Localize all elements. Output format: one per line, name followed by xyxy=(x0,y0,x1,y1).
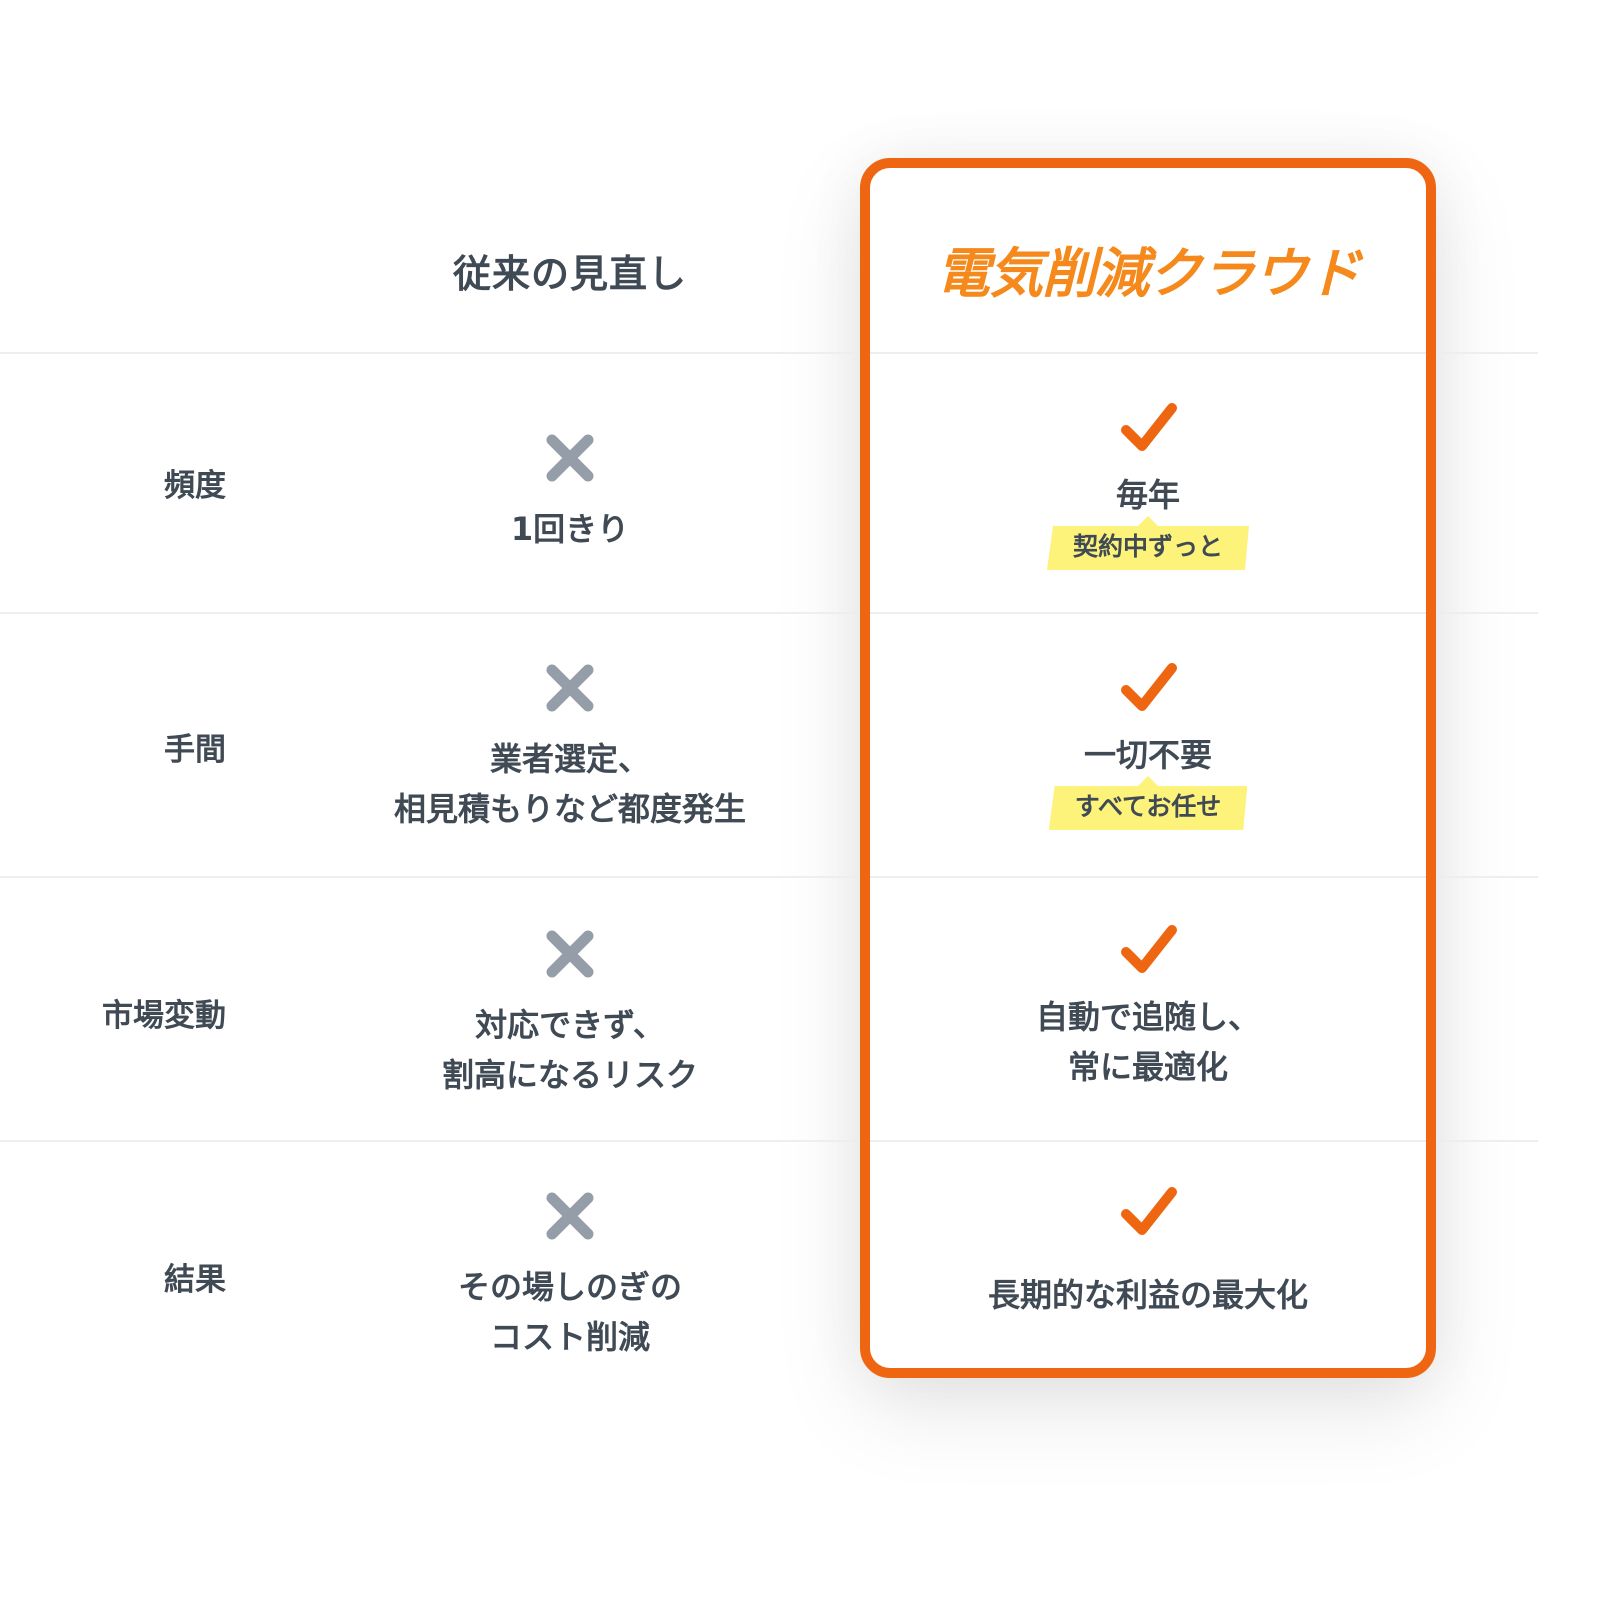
traditional-cell-effort: 業者選定、 相見積もりなど都度発生 xyxy=(360,656,780,834)
traditional-column-header: 従来の見直し xyxy=(452,251,687,296)
row-label-market: 市場変動 xyxy=(102,997,226,1034)
row-divider xyxy=(0,876,1538,878)
row-divider xyxy=(0,352,1538,354)
row-label-result: 結果 xyxy=(164,1261,226,1298)
traditional-text: 対応できず、 割高になるリスク xyxy=(441,1006,698,1094)
check-icon xyxy=(1121,403,1177,451)
traditional-cell-market: 対応できず、 割高になるリスク xyxy=(360,922,780,1100)
brand-cell-result: 長期的な利益の最大化 xyxy=(870,1180,1426,1320)
row-divider xyxy=(0,1140,1538,1142)
highlight-badge: すべてお任せ xyxy=(1049,786,1248,830)
badge-label: 契約中ずっと xyxy=(1072,532,1223,561)
traditional-cell-frequency: 1回きり xyxy=(360,426,780,554)
traditional-text: 業者選定、 相見積もりなど都度発生 xyxy=(393,740,746,828)
highlight-column-background xyxy=(860,158,1436,1378)
brand-text: 自動で追随し、 常に最適化 xyxy=(1035,998,1260,1086)
cross-icon xyxy=(546,930,594,978)
check-icon xyxy=(1121,1187,1177,1235)
brand-cell-market: 自動で追随し、 常に最適化 xyxy=(870,918,1426,1092)
brand-text: 毎年 xyxy=(1115,476,1180,514)
traditional-text: 1回きり xyxy=(510,510,630,548)
cross-icon xyxy=(546,664,594,712)
traditional-cell-result: その場しのぎの コスト削減 xyxy=(360,1184,780,1362)
row-label-effort: 手間 xyxy=(164,731,226,768)
brand-cell-effort: 一切不要 すべてお任せ xyxy=(870,656,1426,830)
badge-label: すべてお任せ xyxy=(1074,792,1222,821)
brand-text: 一切不要 xyxy=(1083,736,1212,774)
check-icon xyxy=(1121,663,1177,711)
check-icon xyxy=(1121,925,1177,973)
row-divider xyxy=(0,612,1538,614)
brand-text: 長期的な利益の最大化 xyxy=(987,1276,1308,1314)
cross-icon xyxy=(546,434,594,482)
highlight-badge: 契約中ずっと xyxy=(1047,526,1249,570)
row-label-frequency: 頻度 xyxy=(164,467,226,504)
cross-icon xyxy=(546,1192,594,1240)
brand-logo: 電気削減クラウド xyxy=(936,241,1361,305)
brand-cell-frequency: 毎年 契約中ずっと xyxy=(870,396,1426,570)
traditional-text: その場しのぎの コスト削減 xyxy=(457,1268,682,1356)
